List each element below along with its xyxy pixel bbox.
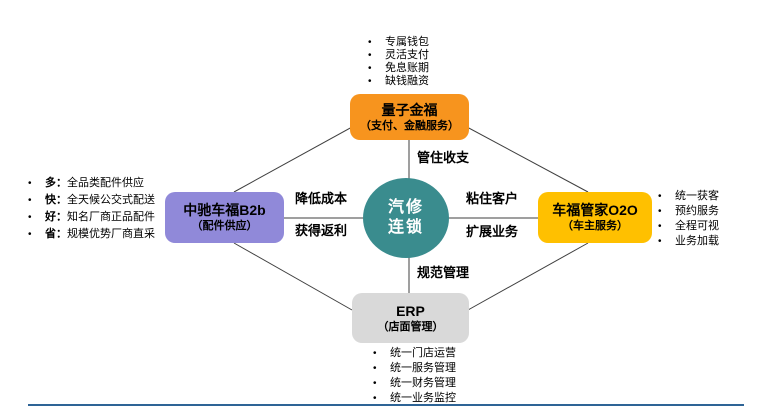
list-item: •业务加载 <box>658 235 719 247</box>
edge-label-right-upper: 粘住客户 <box>466 191 519 206</box>
node-parts-b2b-subtitle: （配件供应） <box>191 220 258 232</box>
bullet-icon: • <box>658 236 662 247</box>
bullet-icon: • <box>373 363 377 374</box>
node-finance: 量子金福 （支付、金融服务） <box>350 94 469 140</box>
list-item: •统一服务管理 <box>373 362 456 374</box>
edge-top-to-left <box>233 126 353 193</box>
center-node-auto-repair-chain: 汽修 连锁 <box>363 178 449 258</box>
bullet-icon: • <box>658 206 662 217</box>
bullet-icon: • <box>28 195 32 206</box>
node-parts-b2b-title: 中驰车福B2b <box>183 202 266 218</box>
list-item: •统一业务监控 <box>373 392 456 404</box>
list-item: •统一获客 <box>658 190 719 202</box>
node-erp-subtitle: （店面管理） <box>377 320 444 333</box>
bullet-icon: • <box>368 37 372 48</box>
list-item: •快：全天候公交式配送 <box>28 192 155 209</box>
list-item: •专属钱包 <box>368 36 429 48</box>
bullet-icon: • <box>373 348 377 359</box>
list-item: •缺钱融资 <box>368 75 429 87</box>
node-o2o: 车福管家O2O （车主服务） <box>538 192 652 243</box>
list-erp-functions: •统一门店运营 •统一服务管理 •统一财务管理 •统一业务监控 <box>373 346 456 406</box>
edge-label-top: 管住收支 <box>417 150 470 165</box>
node-parts-b2b: 中驰车福B2b （配件供应） <box>165 192 284 243</box>
edge-right-to-bottom <box>467 242 589 311</box>
list-item: •统一财务管理 <box>373 377 456 389</box>
center-title-line1: 汽修 <box>387 199 424 216</box>
list-item: •全程可视 <box>658 220 719 232</box>
bullet-icon: • <box>658 221 662 232</box>
list-item: •好：知名厂商正品配件 <box>28 209 155 226</box>
node-erp-title: ERP <box>396 302 425 319</box>
list-finance-features: •专属钱包 •灵活支付 •免息账期 •缺钱融资 <box>368 36 429 88</box>
bullet-icon: • <box>368 50 372 61</box>
edge-label-bottom: 规范管理 <box>417 265 470 280</box>
bullet-icon: • <box>658 191 662 202</box>
list-o2o-services: •统一获客 •预约服务 •全程可视 •业务加载 <box>658 189 719 249</box>
node-o2o-title: 车福管家O2O <box>552 202 638 218</box>
bullet-icon: • <box>368 76 372 87</box>
edge-label-left-upper: 降低成本 <box>295 191 348 206</box>
node-erp: ERP （店面管理） <box>352 293 469 343</box>
bullet-icon: • <box>373 393 377 404</box>
list-item: •省：规模优势厂商直采 <box>28 226 155 243</box>
node-o2o-subtitle: （车主服务） <box>562 220 628 232</box>
edge-label-right-lower: 扩展业务 <box>466 224 519 239</box>
list-item: •灵活支付 <box>368 49 429 61</box>
node-finance-title: 量子金福 <box>381 101 438 118</box>
bullet-icon: • <box>28 212 32 223</box>
bullet-icon: • <box>373 378 377 389</box>
footer-divider <box>28 404 744 406</box>
bullet-icon: • <box>368 63 372 74</box>
list-item: •预约服务 <box>658 205 719 217</box>
list-item: •多：全品类配件供应 <box>28 175 155 192</box>
list-item: •免息账期 <box>368 62 429 74</box>
node-finance-subtitle: （支付、金融服务） <box>360 119 459 132</box>
list-parts-advantages: •多：全品类配件供应 •快：全天候公交式配送 •好：知名厂商正品配件 •省：规模… <box>28 175 155 243</box>
center-title-line2: 连锁 <box>387 219 424 236</box>
edge-top-to-right <box>466 126 589 193</box>
edge-left-to-bottom <box>233 242 353 311</box>
bullet-icon: • <box>28 178 32 189</box>
bullet-icon: • <box>28 229 32 240</box>
list-item: •统一门店运营 <box>373 347 456 359</box>
edge-label-left-lower: 获得返利 <box>295 223 348 238</box>
